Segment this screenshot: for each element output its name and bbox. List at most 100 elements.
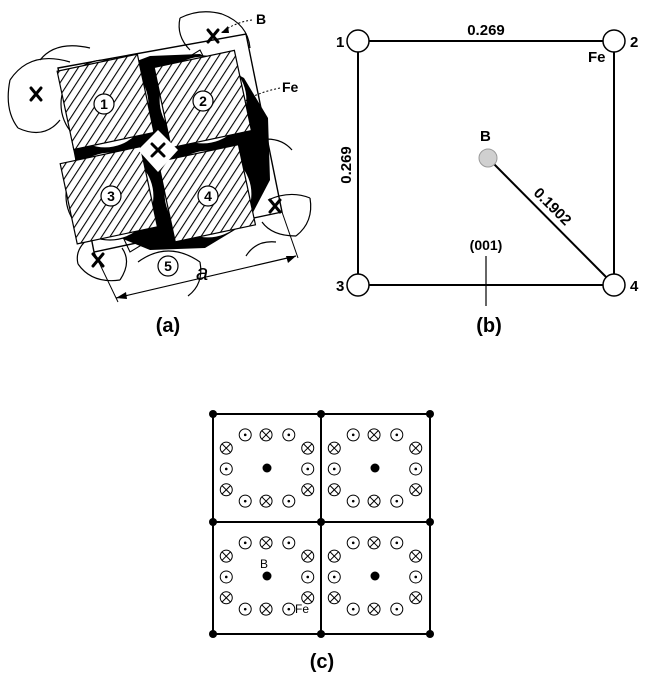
- fe-dot-center: [287, 499, 291, 503]
- b-atom: [262, 571, 272, 581]
- b-cross-left: [29, 86, 43, 102]
- fe-atom-3: 3: [59, 145, 159, 245]
- fe-dot-center: [414, 467, 418, 471]
- corner-atom: [426, 630, 434, 638]
- fe-dot-center: [287, 541, 291, 545]
- fe-cross-line: [303, 593, 313, 603]
- left-edge-value: 0.269: [338, 146, 355, 184]
- fe-dot-center: [351, 499, 355, 503]
- top-edge-value: 0.269: [467, 22, 505, 39]
- corner-number-1: 1: [336, 34, 344, 51]
- fe-atom-4: 4: [157, 143, 257, 243]
- fe-dot-center: [287, 433, 291, 437]
- fe-corner-1: [346, 29, 370, 53]
- fe-cross-line: [303, 551, 313, 561]
- panel-a: 1 2 3 4 5: [7, 11, 312, 337]
- fe-cross-line: [329, 485, 339, 495]
- b-cross-right: [268, 198, 282, 214]
- atom-5: 5: [157, 255, 179, 277]
- fe-cross-line: [411, 593, 421, 603]
- label-fe: Fe: [282, 79, 299, 95]
- caption-a: (a): [156, 315, 180, 337]
- fe-pointer: Fe: [245, 79, 299, 101]
- b-cross-top: [206, 28, 220, 44]
- fe-atom-1: 1: [56, 53, 155, 151]
- label-a: a: [196, 260, 208, 285]
- corner-number-2: 2: [630, 34, 638, 51]
- plane-label: (001): [470, 237, 503, 253]
- fe-cross-line: [221, 551, 231, 561]
- fe-cross-line: [261, 430, 271, 440]
- fe-corner-2: [602, 29, 626, 53]
- fe-cross-line: [261, 496, 271, 506]
- fe-cross-line: [411, 551, 421, 561]
- fe-dot-center: [351, 433, 355, 437]
- atom-number: 1: [100, 96, 108, 112]
- fe-cross-line: [329, 593, 339, 603]
- fe-cross-line: [261, 538, 271, 548]
- b-atom: [478, 148, 498, 168]
- fe-dot-center: [243, 607, 247, 611]
- corner-number-3: 3: [336, 278, 344, 295]
- fe-cross-line: [261, 604, 271, 614]
- corner-atom: [209, 410, 217, 418]
- label-fe: Fe: [295, 602, 309, 616]
- caption-b: (b): [476, 315, 502, 337]
- fe-dot-center: [224, 575, 228, 579]
- corner-atom: [317, 518, 325, 526]
- fe-dot-center: [306, 575, 310, 579]
- fe-cross-line: [329, 443, 339, 453]
- fe-dot-center: [351, 541, 355, 545]
- caption-c: (c): [310, 651, 334, 673]
- b-pointer: B: [221, 11, 266, 33]
- fe-cross-line: [369, 430, 379, 440]
- fe-cross-line: [411, 485, 421, 495]
- corner-atom: [317, 630, 325, 638]
- label-b: B: [256, 11, 266, 27]
- b-atom: [262, 463, 272, 473]
- label-b: B: [480, 128, 491, 145]
- fe-cross-line: [303, 443, 313, 453]
- fe-dot-center: [351, 607, 355, 611]
- fe-cross-line: [221, 443, 231, 453]
- lattice-grid: [209, 410, 434, 638]
- fe-corner-3: [346, 273, 370, 297]
- b-fe-bond: [487, 157, 615, 286]
- fe-dot-center: [395, 433, 399, 437]
- fe-cross-line: [411, 443, 421, 453]
- fe-cross-line: [369, 604, 379, 614]
- corner-atom: [426, 410, 434, 418]
- corner-atom: [209, 630, 217, 638]
- fe-dot-center: [332, 467, 336, 471]
- b-cross-center: [150, 142, 166, 158]
- label-b: B: [260, 557, 268, 571]
- fe-corner-4: [602, 273, 626, 297]
- fe-cross-line: [221, 485, 231, 495]
- fe-cross-line: [369, 496, 379, 506]
- b-atom: [370, 571, 380, 581]
- corner-atom: [426, 518, 434, 526]
- atom-number: 5: [164, 258, 172, 274]
- fe-dot-center: [332, 575, 336, 579]
- fe-cross-line: [303, 485, 313, 495]
- atom-number: 3: [107, 188, 115, 204]
- fe-dot-center: [243, 541, 247, 545]
- fe-atom-2: 2: [153, 49, 253, 149]
- fe-dot-center: [395, 541, 399, 545]
- corner-atom: [317, 410, 325, 418]
- corner-number-4: 4: [630, 278, 639, 295]
- label-fe: Fe: [588, 49, 606, 66]
- panel-b: 1 2 3 4 0.269 0.269 0.1902 B Fe (001) (b…: [336, 22, 639, 337]
- panel-c: B Fe (c): [209, 410, 434, 673]
- corner-atom: [209, 518, 217, 526]
- fe-dot-center: [243, 433, 247, 437]
- fe-dot-center: [306, 467, 310, 471]
- fe-dot-center: [243, 499, 247, 503]
- fe-dot-center: [287, 607, 291, 611]
- fe-cross-line: [329, 551, 339, 561]
- b-atom: [370, 463, 380, 473]
- lattice-dimension: a: [93, 211, 299, 303]
- fe-dot-center: [395, 499, 399, 503]
- fe-dot-center: [414, 575, 418, 579]
